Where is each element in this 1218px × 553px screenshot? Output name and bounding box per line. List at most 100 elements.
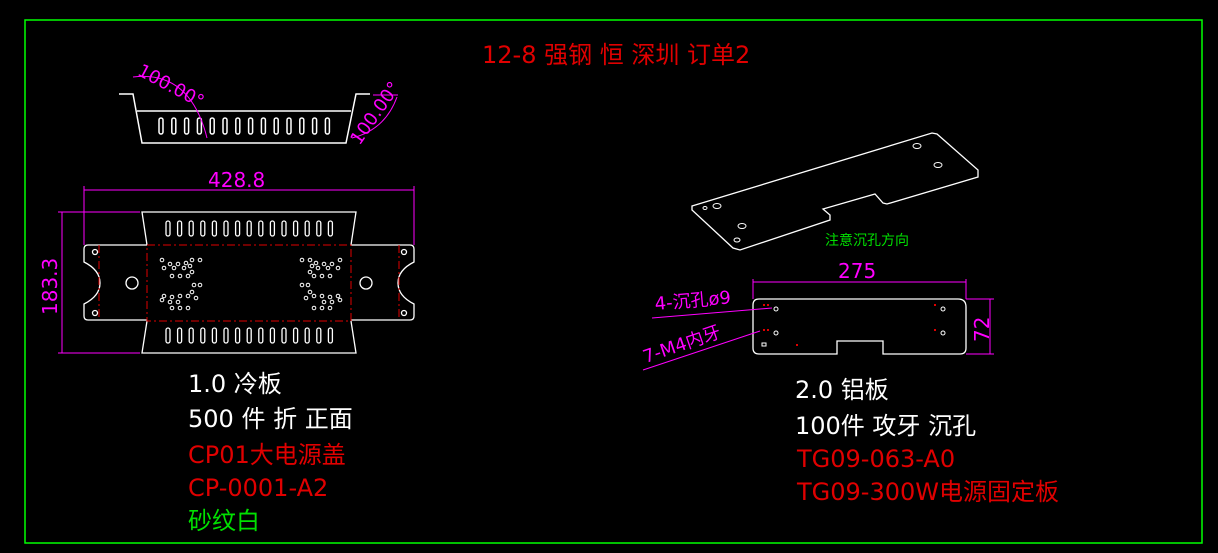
vent-hole [305,282,311,288]
vent-slot [171,117,177,135]
vent-slot [258,327,264,344]
vent-hole [329,261,335,267]
vent-hole [307,257,313,263]
vent-hole [311,273,317,279]
vent-slot [246,327,252,344]
vent-hole [329,299,335,305]
vent-hole [177,305,183,311]
vent-slot [316,327,322,344]
vent-hole [167,299,173,305]
vent-hole [313,260,319,266]
vent-slot [223,327,229,344]
bend-lines [98,244,400,322]
vent-hole [197,257,203,263]
part1-angle-dims [132,75,398,139]
part2-iso-holes [702,143,943,243]
vent-hole [311,293,317,299]
part2-iso-view [691,132,979,251]
vent-hole [319,293,325,299]
vent-slot [234,220,241,237]
part1-linear-dims [58,186,415,354]
vent-hole [303,295,309,301]
vent-slot [260,117,267,135]
vent-hole [185,273,191,279]
vent-hole [189,289,195,295]
vent-hole [187,263,193,269]
vent-hole [169,294,175,300]
vent-hole [327,273,333,279]
vent-hole [307,269,313,275]
vent-hole [159,257,165,263]
part1-side-profile [119,93,370,144]
vent-hole [161,293,167,299]
vent-hole [185,305,191,311]
part1-flat-pattern [83,211,415,354]
vent-hole [167,261,173,267]
vent-slot [176,220,183,237]
part2-flat-view [752,298,967,355]
vent-hole [321,299,327,305]
vent-hole [183,260,189,266]
vent-hole [319,273,325,279]
part2-name: TG09-300W电源固定板 [797,478,1059,506]
vent-hole [189,269,195,275]
drawing-frame [24,19,1203,544]
part2-thread-marks [763,304,936,346]
part2-holes [761,306,946,347]
vent-slot [299,117,305,135]
vent-slot [200,327,206,344]
vent-slot [304,327,310,344]
vent-hole [299,257,305,263]
height-dim-part1: 183.3 [38,257,62,315]
vent-hole [335,265,341,271]
vent-hole [177,293,183,299]
vent-hole [185,293,191,299]
vent-slot [269,220,276,237]
vent-hole [159,297,165,303]
vent-slot [196,117,203,135]
vent-slot [165,220,171,237]
vent-slot [200,220,206,237]
part1-name: CP01大电源盖 [188,441,346,469]
vent-slot [188,220,194,237]
vent-slot [211,327,218,344]
vent-hole [335,293,341,299]
part2-note: 注意沉孔方向 [825,233,909,249]
vent-slot [327,327,334,344]
vent-hole [319,305,325,311]
vent-hole [327,305,333,311]
vent-slot [269,327,276,344]
vent-slot [286,117,292,135]
vent-hole [309,263,315,269]
width-dim-part2: 275 [838,259,877,283]
vent-hole [321,261,327,267]
part1-material: 1.0 冷板 [188,370,282,398]
vent-hole [181,265,187,271]
vent-hole [189,257,195,263]
vent-hole [169,273,175,279]
vent-slot [281,220,287,237]
part1-finish: 砂纹白 [188,507,260,535]
vent-hole [177,273,183,279]
part2-quantity: 100件 攻牙 沉孔 [795,412,977,440]
part1-number: CP-0001-A2 [188,474,329,502]
vent-slot [235,117,241,135]
vent-slot [304,220,310,237]
vent-slot [247,117,254,135]
vent-slot [311,117,318,135]
vent-hole [193,295,199,301]
vent-hole [311,305,317,311]
vent-slot [327,220,334,237]
vent-hole [337,257,343,263]
vent-hole [299,282,305,288]
vent-slot [246,220,252,237]
vent-slot [273,117,279,135]
vent-slot [281,327,287,344]
vent-slot [176,327,183,344]
vent-slot [223,220,229,237]
vent-hole [315,265,321,271]
vent-slot [316,220,322,237]
vent-slot [188,327,194,344]
vent-hole [175,261,181,267]
